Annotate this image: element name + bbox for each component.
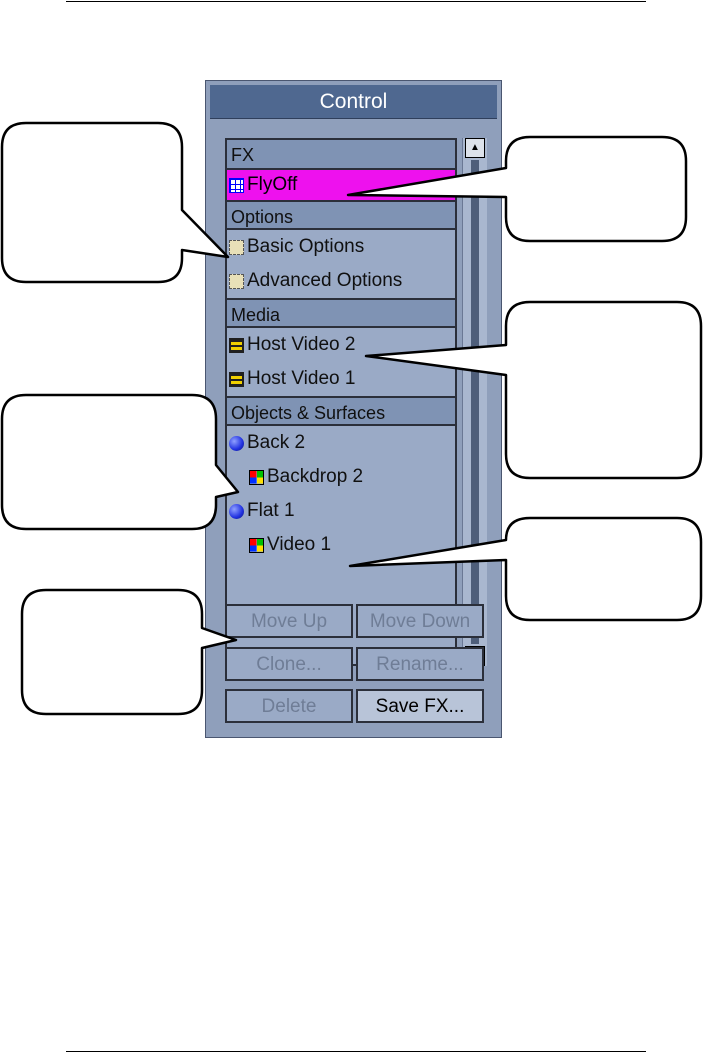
tree-item-video-1[interactable]: Video 1: [227, 528, 455, 562]
move-up-button[interactable]: Move Up: [225, 604, 353, 638]
tree-item-flyoff[interactable]: FlyOff: [227, 170, 455, 200]
section-header-fx: FX: [227, 140, 455, 170]
options-icon: [229, 239, 244, 255]
tree-item-label: Flat 1: [247, 500, 295, 521]
tree-item-label: Host Video 2: [247, 334, 356, 355]
section-header-objects: Objects & Surfaces: [227, 396, 455, 426]
scroll-track[interactable]: [471, 160, 479, 644]
tree-item-advanced-options[interactable]: Advanced Options: [227, 264, 455, 298]
vertical-scrollbar[interactable]: ▲ ▼: [462, 138, 487, 666]
clone-button[interactable]: Clone...: [225, 647, 353, 681]
top-rule: [66, 1, 646, 2]
surface-icon: [249, 537, 264, 553]
options-icon: [229, 273, 244, 289]
sphere-icon: [229, 503, 244, 519]
film-icon: [229, 337, 244, 353]
section-header-options: Options: [227, 200, 455, 230]
tree-item-label: Advanced Options: [247, 270, 403, 291]
callout-objects: [0, 393, 240, 531]
tree-item-label: Basic Options: [247, 236, 365, 257]
control-panel: Control FX FlyOff Options Basic Options …: [205, 80, 502, 738]
tree-item-host-video-1[interactable]: Host Video 1: [227, 362, 455, 396]
tree-item-label: Backdrop 2: [267, 466, 364, 487]
grid-icon: [229, 177, 244, 193]
tree-item-label: Host Video 1: [247, 368, 356, 389]
delete-button[interactable]: Delete: [225, 689, 353, 723]
surface-icon: [249, 469, 264, 485]
callout-buttons: [20, 588, 238, 716]
tree-item-back-2[interactable]: Back 2: [227, 426, 455, 460]
tree-item-label: Video 1: [267, 534, 332, 555]
bottom-rule: [66, 1051, 646, 1052]
tree-item-flat-1[interactable]: Flat 1: [227, 494, 455, 528]
tree-item-label: FlyOff: [247, 174, 298, 195]
film-icon: [229, 371, 244, 387]
save-fx-button[interactable]: Save FX...: [356, 689, 484, 723]
section-header-media: Media: [227, 298, 455, 328]
panel-title: Control: [210, 85, 497, 119]
callout-basic-options: [0, 121, 230, 284]
tree-item-host-video-2[interactable]: Host Video 2: [227, 328, 455, 362]
rename-button[interactable]: Rename...: [356, 647, 484, 681]
tree-item-label: Back 2: [247, 432, 306, 453]
tree-list[interactable]: FX FlyOff Options Basic Options Advanced…: [225, 138, 457, 666]
scroll-up-button[interactable]: ▲: [465, 138, 485, 158]
tree-item-backdrop-2[interactable]: Backdrop 2: [227, 460, 455, 494]
move-down-button[interactable]: Move Down: [356, 604, 484, 638]
tree-item-basic-options[interactable]: Basic Options: [227, 230, 455, 264]
sphere-icon: [229, 435, 244, 451]
